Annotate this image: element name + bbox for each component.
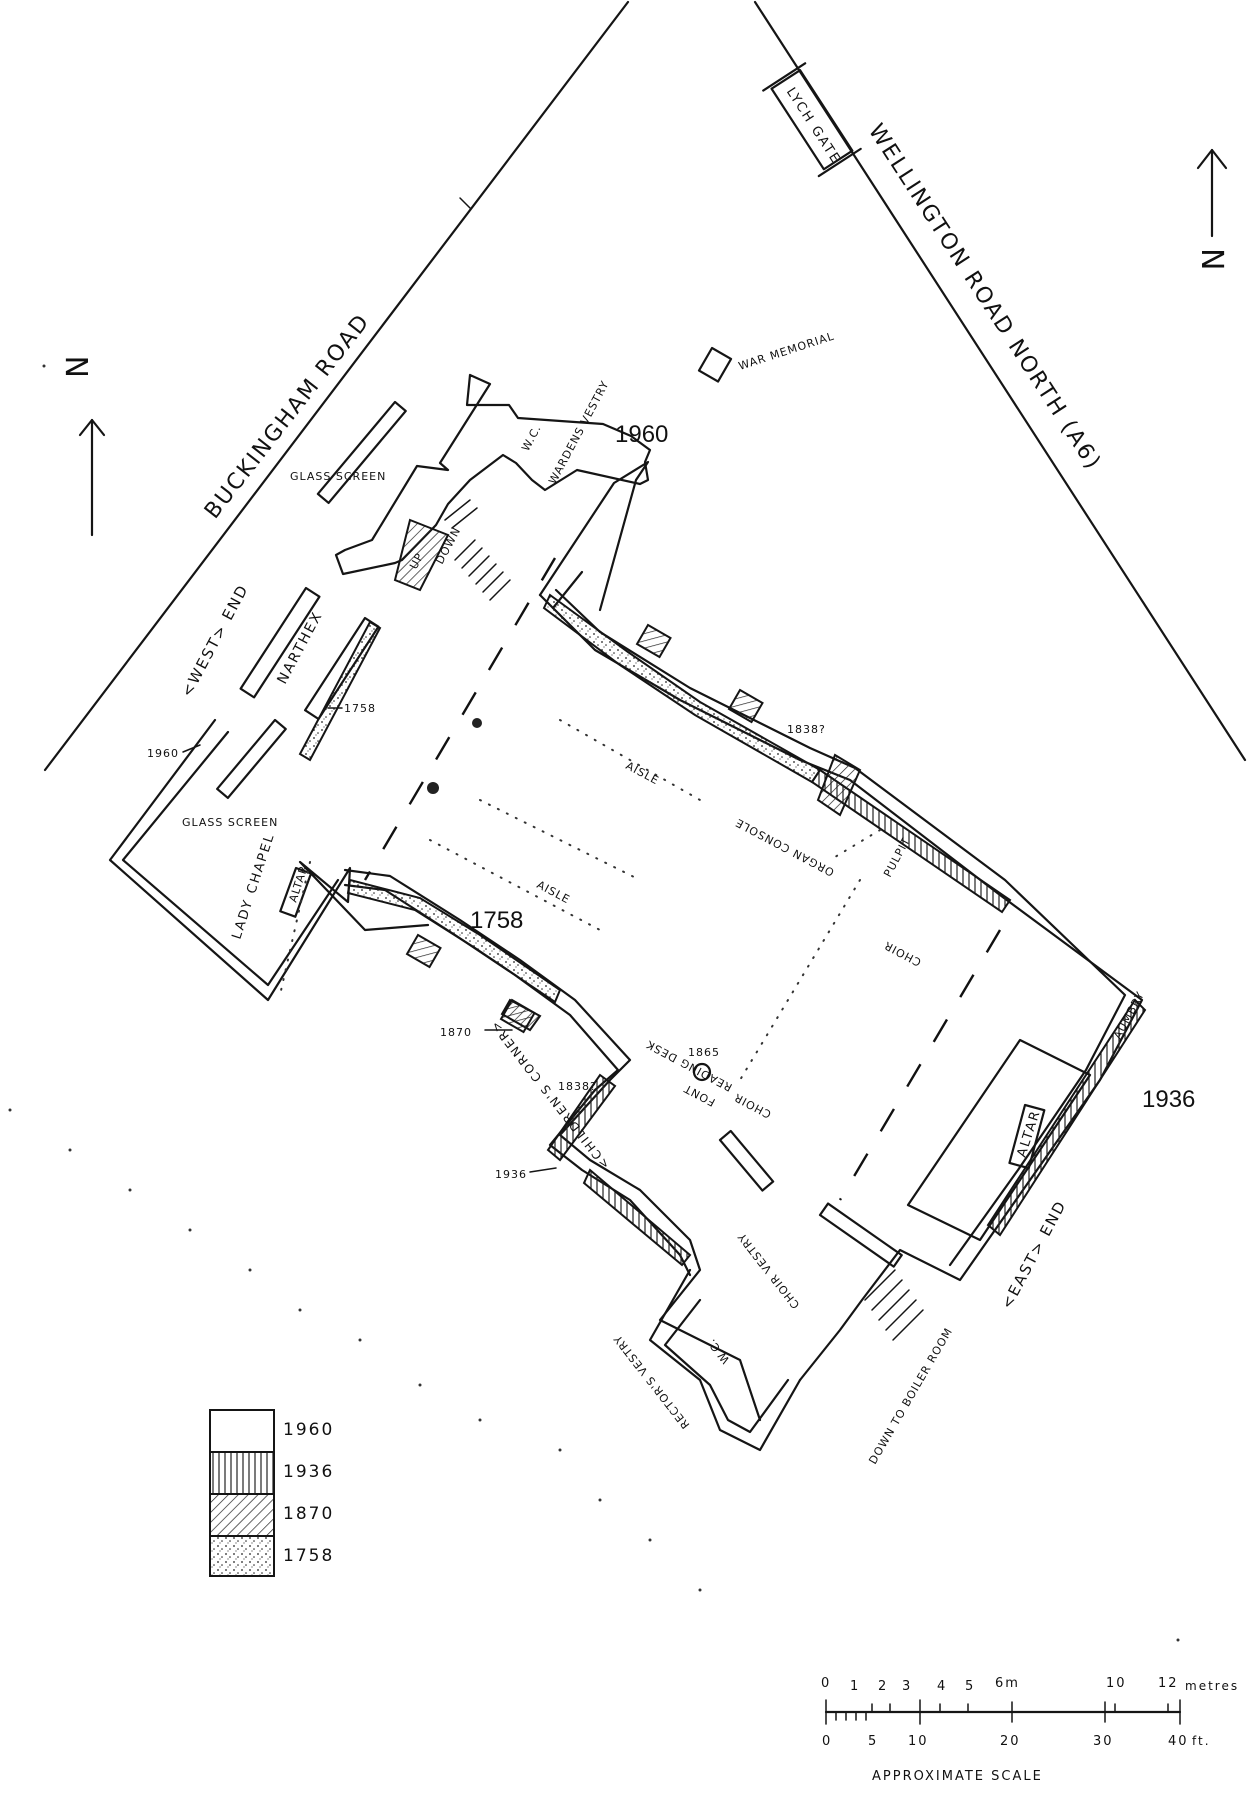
date-1960-small: 1960: [147, 747, 179, 760]
north-arrow-left: N: [61, 354, 106, 537]
north-arrow-right: N: [1194, 148, 1229, 272]
outer-wall: [334, 373, 652, 576]
label-choir-south: CHOIR: [732, 1090, 774, 1120]
wellington-road-label: WELLINGTON ROAD NORTH (A6): [863, 120, 1106, 475]
legend-label-1758: 1758: [283, 1546, 334, 1566]
wall-1936-east: [810, 768, 1012, 914]
scale-feet-unit: ft.: [1192, 1734, 1211, 1748]
wall-1758-north: [542, 593, 822, 784]
label-wc-south: W.C.: [705, 1336, 733, 1366]
war-memorial: WAR MEMORIAL: [697, 330, 836, 383]
scale-metres-6: 6m: [995, 1676, 1020, 1691]
wall-1758-south: [346, 878, 562, 1004]
scale-feet-5: 5: [868, 1734, 878, 1749]
wall-1936-choir-vestry: [582, 1168, 692, 1267]
date-1758-small: 1758: [344, 702, 376, 715]
building: [108, 373, 1147, 1452]
legend-label-1960: 1960: [283, 1420, 334, 1440]
label-glass-screen-north: GLASS SCREEN: [290, 470, 386, 483]
scale-metres-12: 12: [1158, 1676, 1179, 1691]
date-1865: 1865: [688, 1046, 720, 1059]
legend-swatch-1936: [209, 1451, 275, 1495]
wall-1870-stair: [393, 518, 450, 592]
legend-label-1936: 1936: [283, 1462, 334, 1482]
date-1758-large: 1758: [470, 907, 523, 934]
scale-bar: 0 1 2 3 4 5 6m 10 12 metres 0 5 10 20 30…: [821, 1676, 1239, 1784]
label-narthex: NARTHEX: [274, 608, 326, 686]
buckingham-road-line: [43, 0, 630, 772]
wall-1936-childrens: [546, 1073, 617, 1162]
label-wc-north: W.C.: [519, 422, 544, 453]
label-choir-vestry: CHOIR VESTRY: [735, 1230, 802, 1311]
scale-metres-5: 5: [965, 1679, 975, 1694]
label-west-end: <WEST> END: [178, 581, 253, 700]
scale-metres-unit: metres: [1185, 1679, 1239, 1693]
scale-feet-30: 30: [1093, 1734, 1114, 1749]
wall-1936-east-end: [986, 998, 1147, 1237]
label-choir-north: CHOIR: [882, 938, 924, 968]
date-1838-south: 1838?: [558, 1080, 597, 1093]
svg-text:WAR MEMORIAL: WAR MEMORIAL: [737, 330, 836, 373]
label-organ-console: ORGAN CONSOLE: [733, 816, 837, 879]
svg-text:N: N: [1194, 248, 1229, 272]
date-1960-large: 1960: [615, 421, 668, 448]
label-down-to-boiler-room: DOWN TO BOILER ROOM: [866, 1325, 955, 1466]
scale-feet-0: 0: [822, 1734, 832, 1749]
scale-feet-10: 10: [908, 1734, 929, 1749]
label-aisle-north: AISLE: [624, 759, 662, 787]
scale-metres-3: 3: [902, 1679, 912, 1694]
legend-swatch-1758: [209, 1535, 275, 1577]
date-1936-small: 1936: [495, 1168, 527, 1181]
scale-metres-4: 4: [937, 1679, 947, 1694]
legend-swatch-1870: [209, 1493, 275, 1537]
legend: 1960 1936 1870 1758: [209, 1409, 334, 1577]
label-lady-chapel: LADY CHAPEL: [230, 831, 279, 941]
scale-metres-2: 2: [878, 1679, 888, 1694]
date-1936-large: 1936: [1142, 1086, 1195, 1113]
label-glass-screen-west: GLASS SCREEN: [182, 816, 278, 829]
buckingham-road-label: BUCKINGHAM ROAD: [200, 309, 375, 524]
legend-label-1870: 1870: [283, 1504, 334, 1524]
scale-caption: APPROXIMATE SCALE: [872, 1769, 1043, 1784]
label-pulpit: PULPIT: [881, 835, 913, 879]
label-aisle-south: AISLE: [535, 878, 573, 906]
date-1838-north: 1838?: [787, 723, 826, 736]
legend-swatch-1960: [209, 1409, 275, 1453]
wall-1870-1838: [816, 753, 862, 817]
scale-metres-10: 10: [1106, 1676, 1127, 1691]
scale-metres-0: 0: [821, 1676, 831, 1691]
scale-feet-20: 20: [1000, 1734, 1021, 1749]
scale-feet-40: 40: [1168, 1734, 1189, 1749]
svg-text:N: N: [61, 354, 96, 378]
label-rectors-vestry: RECTOR'S VESTRY: [611, 1332, 692, 1431]
date-1870-small: 1870: [440, 1026, 472, 1039]
scale-metres-1: 1: [850, 1679, 860, 1694]
lych-gate: LYCH GATE: [762, 62, 862, 178]
